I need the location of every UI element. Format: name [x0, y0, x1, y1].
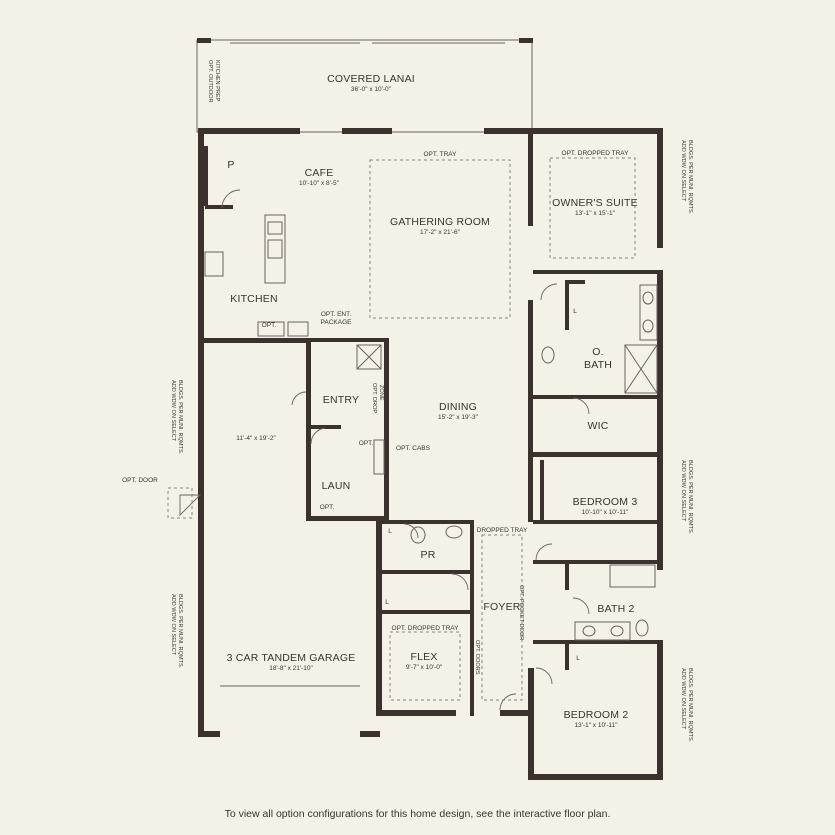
- bedroom2-dims: 13'-1" x 10'-11": [574, 722, 618, 729]
- opt-drop-zone-2: ZONE: [378, 385, 384, 401]
- option-labels: P L L L L OPT. OUTDOOR KITCHEN PREP OPT.…: [122, 60, 629, 675]
- dining-name: DINING: [439, 401, 477, 413]
- opt-dropped-tray-flex: OPT. DROPPED TRAY: [392, 625, 460, 632]
- covered-lanai: [196, 38, 533, 133]
- kitchen-fixtures: [204, 214, 309, 337]
- flex-name: FLEX: [410, 651, 437, 663]
- pr-name: PR: [421, 549, 436, 561]
- opt-tray: OPT. TRAY: [424, 151, 458, 158]
- garage-name: 3 CAR TANDEM GARAGE: [227, 652, 356, 664]
- room-labels: COVERED LANAI 36'-0" x 10'-0" CAFE 10'-1…: [227, 73, 638, 729]
- bath2-name: BATH 2: [597, 603, 634, 615]
- opt-ent-package-2: PACKAGE: [321, 319, 353, 326]
- opt-outdoor-2: KITCHEN PREP: [214, 60, 220, 102]
- lanai-dims: 36'-0" x 10'-0": [351, 86, 392, 93]
- dropped-tray: DROPPED TRAY: [477, 527, 528, 534]
- bedroom3-name: BEDROOM 3: [573, 496, 638, 508]
- laun-name: LAUN: [322, 480, 351, 492]
- entry-name: ENTRY: [323, 394, 359, 406]
- footer-note: To view all option configurations for th…: [224, 808, 611, 820]
- opt-door: OPT. DOOR: [122, 477, 158, 484]
- note-bed3-2: BLDGS. PER MUNI. RQMTS.: [687, 460, 693, 535]
- bedroom3-dims: 10'-10" x 10'-11": [582, 509, 629, 516]
- interior-walls: [198, 134, 657, 716]
- opt-laundry: OPT.: [359, 440, 374, 447]
- flex-dims: 9'-7" x 10'-0": [406, 664, 443, 671]
- opt-cabs: OPT. CABS: [396, 445, 431, 452]
- kitchen-name: KITCHEN: [230, 293, 278, 305]
- opt-pocket-door: OPT. POCKET DOOR: [518, 585, 524, 640]
- wic-name: WIC: [587, 420, 608, 432]
- door-swings: [167, 189, 590, 711]
- lanai-name: COVERED LANAI: [327, 73, 415, 85]
- note-bed2-1: ADD WDW ON SELECT: [680, 668, 686, 730]
- linen-label-pr: L: [388, 528, 392, 535]
- owners-name: OWNER'S SUITE: [552, 197, 638, 209]
- opt-dropped-tray: OPT. DROPPED TRAY: [562, 150, 630, 157]
- garage-dims: 18'-8" x 21'-10": [269, 665, 313, 672]
- cafe-dims: 10'-10" x 8'-5": [299, 180, 340, 187]
- exterior-walls: [198, 128, 663, 780]
- note-bed3-1: ADD WDW ON SELECT: [680, 460, 686, 522]
- note-bed2-2: BLDGS. PER MUNI. RQMTS.: [687, 668, 693, 743]
- bath-fixtures: [356, 284, 658, 641]
- linen-label-obath: L: [573, 308, 577, 315]
- note-owner-1: ADD WDW ON SELECT: [680, 140, 686, 202]
- linen-label-flex: L: [385, 599, 389, 606]
- gathering-name: GATHERING ROOM: [390, 216, 490, 228]
- obath-name-2: BATH: [584, 359, 612, 371]
- note-garage-lower-1: ADD WDW ON SELECT: [170, 594, 176, 656]
- foyer-name: FOYER: [483, 601, 520, 613]
- linen-label-bath2: L: [576, 655, 580, 662]
- dining-dims: 15'-2" x 19'-3": [438, 414, 479, 421]
- opt-ent-package-1: OPT. ENT.: [321, 311, 352, 318]
- obath-name-1: O.: [592, 346, 604, 358]
- option-outlines: [369, 157, 636, 701]
- window-notes: ADD WDW ON SELECT BLDGS. PER MUNI. RQMTS…: [170, 140, 693, 743]
- cafe-name: CAFE: [305, 167, 334, 179]
- note-garage-2: BLDGS. PER MUNI. RQMTS.: [177, 380, 183, 455]
- opt-kitchen: OPT.: [262, 322, 277, 329]
- opt-laun-bottom: OPT.: [320, 504, 335, 511]
- note-owner-2: BLDGS. PER MUNI. RQMTS.: [687, 140, 693, 215]
- note-garage-1: ADD WDW ON SELECT: [170, 380, 176, 442]
- gathering-dims: 17'-2" x 21'-6": [420, 229, 461, 236]
- note-garage-lower-2: BLDGS. PER MUNI. RQMTS.: [177, 594, 183, 669]
- opt-doors: OPT. DOORS: [474, 640, 480, 675]
- owners-dims: 13'-1" x 15'-1": [575, 210, 616, 217]
- opt-outdoor-1: OPT. OUTDOOR: [207, 60, 213, 103]
- opt-drop-zone-1: OPT. DROP: [371, 383, 377, 413]
- bedroom2-name: BEDROOM 2: [564, 709, 629, 721]
- garage-extra-dims: 11'-4" x 19'-2": [236, 435, 276, 442]
- pantry-label: P: [227, 159, 234, 171]
